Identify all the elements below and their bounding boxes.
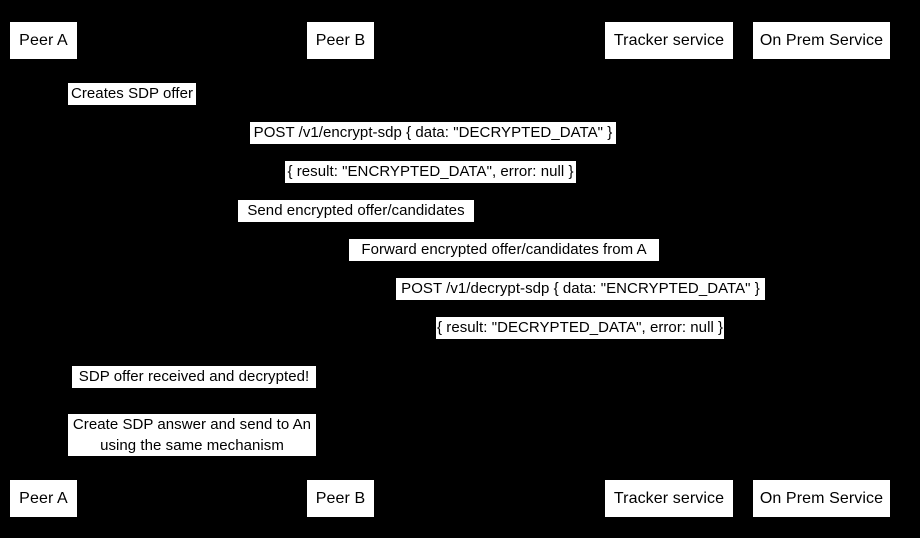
message-sdp-offer-received: SDP offer received and decrypted! — [72, 366, 316, 388]
message-send-encrypted-offer: Send encrypted offer/candidates — [238, 200, 474, 222]
participant-header-tracker-service[interactable]: Tracker service — [605, 22, 733, 59]
lifeline-peer-b — [340, 58, 341, 480]
participant-label: Tracker service — [613, 32, 725, 49]
arrow-decrypt-sdp-result — [340, 339, 821, 340]
participant-footer-tracker-service[interactable]: Tracker service — [605, 480, 733, 517]
participant-footer-peer-b[interactable]: Peer B — [307, 480, 374, 517]
lifeline-peer-a — [43, 58, 44, 480]
message-create-sdp-answer-note: Create SDP answer and send to An using t… — [68, 414, 316, 456]
participant-label: On Prem Service — [759, 32, 884, 49]
message-encrypt-sdp-result: { result: "ENCRYPTED_DATA", error: null … — [285, 161, 576, 183]
arrow-post-encrypt-sdp — [43, 144, 821, 145]
participant-header-peer-a[interactable]: Peer A — [10, 22, 77, 59]
arrow-sdp-offer-received — [43, 388, 103, 389]
message-post-encrypt-sdp: POST /v1/encrypt-sdp { data: "DECRYPTED_… — [250, 122, 616, 144]
participant-header-peer-b[interactable]: Peer B — [307, 22, 374, 59]
message-decrypt-sdp-result: { result: "DECRYPTED_DATA", error: null … — [436, 317, 724, 339]
participant-footer-on-prem-service[interactable]: On Prem Service — [753, 480, 890, 517]
lifeline-on-prem-service — [821, 58, 822, 480]
message-creates-sdp-offer: Creates SDP offer — [68, 83, 196, 105]
arrow-send-encrypted-offer — [43, 222, 668, 223]
participant-label: Peer B — [315, 32, 366, 49]
participant-footer-peer-a[interactable]: Peer A — [10, 480, 77, 517]
arrow-creates-sdp-offer — [43, 105, 103, 106]
participant-label: Tracker service — [613, 490, 725, 507]
arrow-post-decrypt-sdp — [340, 300, 821, 301]
lifeline-tracker-service — [668, 58, 669, 480]
arrow-forward-encrypted-offer — [340, 261, 668, 262]
participant-label: On Prem Service — [759, 490, 884, 507]
participant-label: Peer A — [19, 32, 68, 49]
participant-label: Peer B — [315, 490, 366, 507]
participant-header-on-prem-service[interactable]: On Prem Service — [753, 22, 890, 59]
message-post-decrypt-sdp: POST /v1/decrypt-sdp { data: "ENCRYPTED_… — [396, 278, 765, 300]
arrow-encrypt-sdp-result — [43, 183, 821, 184]
message-forward-encrypted-offer: Forward encrypted offer/candidates from … — [349, 239, 659, 261]
participant-label: Peer A — [19, 490, 68, 507]
